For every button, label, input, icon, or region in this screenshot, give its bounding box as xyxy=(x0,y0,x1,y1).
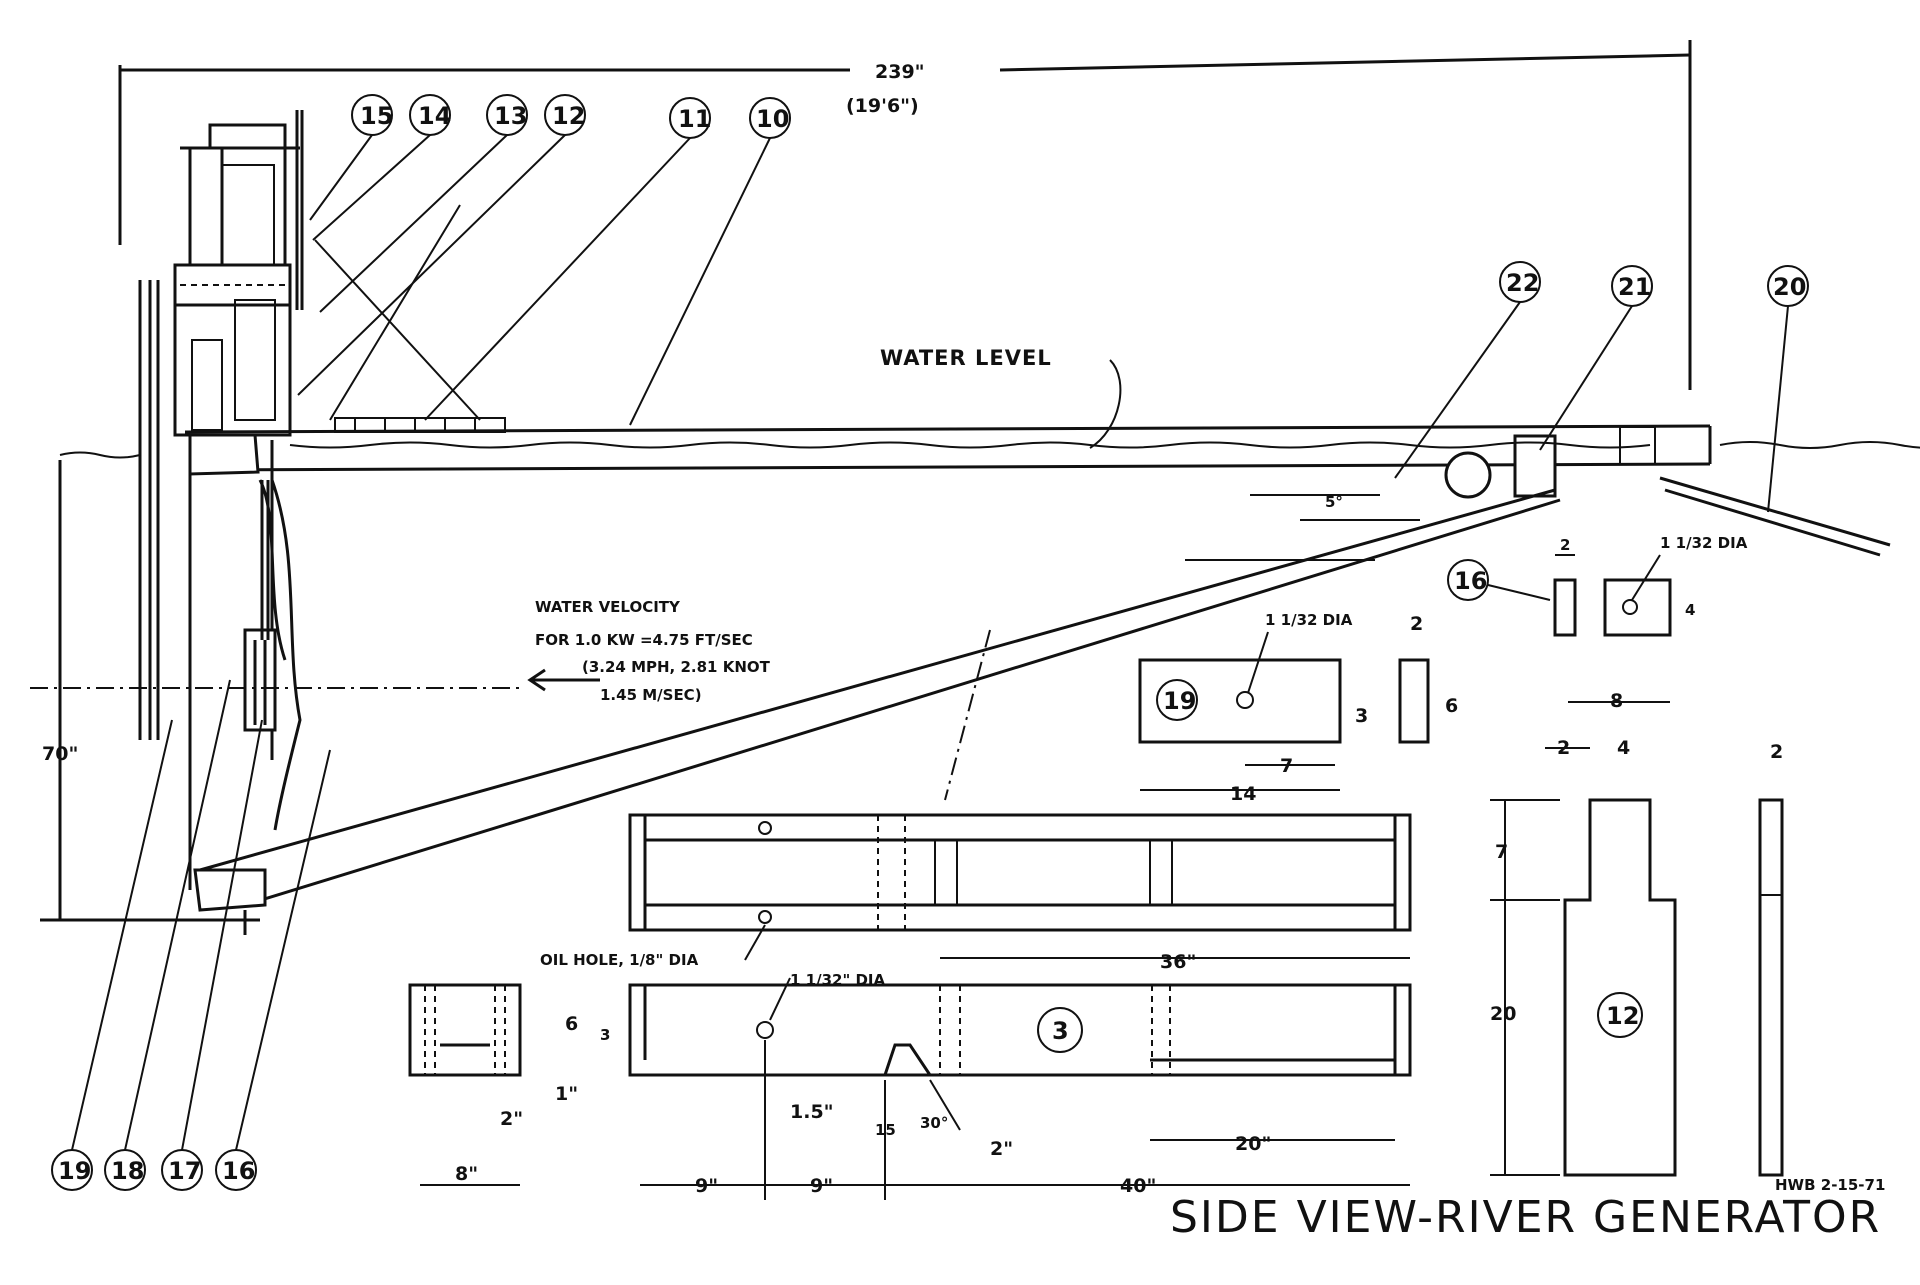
callout-16: 16 xyxy=(222,1157,255,1185)
callout-15: 15 xyxy=(360,102,393,130)
part-3-d9a: 9" xyxy=(695,1175,718,1197)
part-12-neck: 4 xyxy=(1617,737,1630,759)
part-12-top: 8 xyxy=(1610,690,1623,712)
overall-length-ft: (19'6") xyxy=(846,95,919,117)
part-19-hole: 1 1/32 DIA xyxy=(1265,611,1353,629)
part-3-d36: 36" xyxy=(1160,951,1196,973)
part-12-detail: 12 8 2 4 7 20 2 xyxy=(1490,690,1784,1177)
callout-20: 20 xyxy=(1773,273,1806,301)
part-19-offset: 7 xyxy=(1280,755,1293,777)
depth-value: 70" xyxy=(42,743,78,765)
callout-11: 11 xyxy=(678,105,711,133)
part-19-thick: 2 xyxy=(1410,613,1423,635)
callout-12: 12 xyxy=(552,102,585,130)
callout-10: 10 xyxy=(756,105,789,133)
end-block-e6: 6 xyxy=(565,1013,578,1035)
part-3-d20: 20" xyxy=(1235,1133,1271,1155)
callout-21: 21 xyxy=(1618,273,1651,301)
callout-13: 13 xyxy=(494,102,527,130)
part-19-half: 3 xyxy=(1355,705,1368,727)
end-block-detail: 6 1" 2" 8" xyxy=(408,983,578,1186)
part-16-number: 16 xyxy=(1454,567,1487,595)
water-velocity-note: WATER VELOCITY FOR 1.0 KW =4.75 FT/SEC (… xyxy=(527,598,771,704)
part-3-number: 3 xyxy=(1052,1017,1069,1045)
callouts-top: 15 14 13 12 11 10 22 21 20 xyxy=(297,94,1809,513)
main-boom xyxy=(184,417,1712,499)
part-3-hole: 1 1/32" DIA xyxy=(790,971,886,989)
part-19-length: 14 xyxy=(1230,783,1256,805)
callout-22: 22 xyxy=(1506,269,1539,297)
part-3-d15: 1.5" xyxy=(790,1101,834,1123)
end-block-e1: 1" xyxy=(555,1083,578,1105)
depth-dimension: 70" xyxy=(30,460,520,922)
part-3-d2: 2" xyxy=(990,1138,1013,1160)
part-16-hole: 1 1/32 DIA xyxy=(1660,534,1748,552)
signature: HWB 2-15-71 xyxy=(1775,1176,1885,1194)
diagonal-brace xyxy=(193,488,1561,935)
velocity-line-3: (3.24 MPH, 2.81 KNOT xyxy=(582,658,771,676)
part-16-detail: 16 2 4 1 1/32 DIA xyxy=(1447,534,1748,637)
part-3-a30: 30° xyxy=(920,1114,948,1132)
callout-17: 17 xyxy=(168,1157,201,1185)
end-block-e8: 8" xyxy=(455,1163,478,1185)
water-surface: WATER LEVEL xyxy=(59,346,1920,561)
part-12-number: 12 xyxy=(1606,1002,1639,1030)
part-12-step: 2 xyxy=(1557,737,1570,759)
overall-dimension: 239" (19'6") xyxy=(118,40,1692,390)
overall-length: 239" xyxy=(875,61,925,83)
callout-14: 14 xyxy=(418,102,451,130)
part-16-height: 4 xyxy=(1685,601,1695,619)
callouts-bottom: 19 18 17 16 xyxy=(51,679,331,1191)
angle-label: 5° xyxy=(1325,493,1343,511)
water-level-label: WATER LEVEL xyxy=(880,346,1052,370)
oil-hole-label: OIL HOLE, 1/8" DIA xyxy=(540,951,699,969)
part-19-detail: 19 1 1/32 DIA 2 6 3 7 14 xyxy=(1138,611,1458,805)
end-block-e2: 2" xyxy=(500,1108,523,1130)
part-19-number: 19 xyxy=(1163,687,1196,715)
part-3-detail: OIL HOLE, 1/8" DIA 36" 3 1 1/32" DIA 3 9… xyxy=(540,629,1412,1200)
callout-19: 19 xyxy=(58,1157,91,1185)
velocity-line-2: FOR 1.0 KW =4.75 FT/SEC xyxy=(535,631,753,649)
part-12-lower: 20 xyxy=(1490,1003,1516,1025)
drawing-title: SIDE VIEW-RIVER GENERATOR xyxy=(1170,1192,1881,1243)
part-3-d40: 40" xyxy=(1120,1175,1156,1197)
callout-18: 18 xyxy=(111,1157,144,1185)
part-16-width: 2 xyxy=(1560,536,1570,554)
generator-mast xyxy=(138,110,304,890)
part-12-thick: 2 xyxy=(1770,741,1783,763)
part-19-height: 6 xyxy=(1445,695,1458,717)
part-3-height: 3 xyxy=(600,1026,610,1044)
part-12-upper: 7 xyxy=(1495,841,1508,863)
part-3-d9b: 9" xyxy=(810,1175,833,1197)
velocity-line-1: WATER VELOCITY xyxy=(535,598,681,616)
velocity-line-4: 1.45 M/SEC) xyxy=(600,686,702,704)
